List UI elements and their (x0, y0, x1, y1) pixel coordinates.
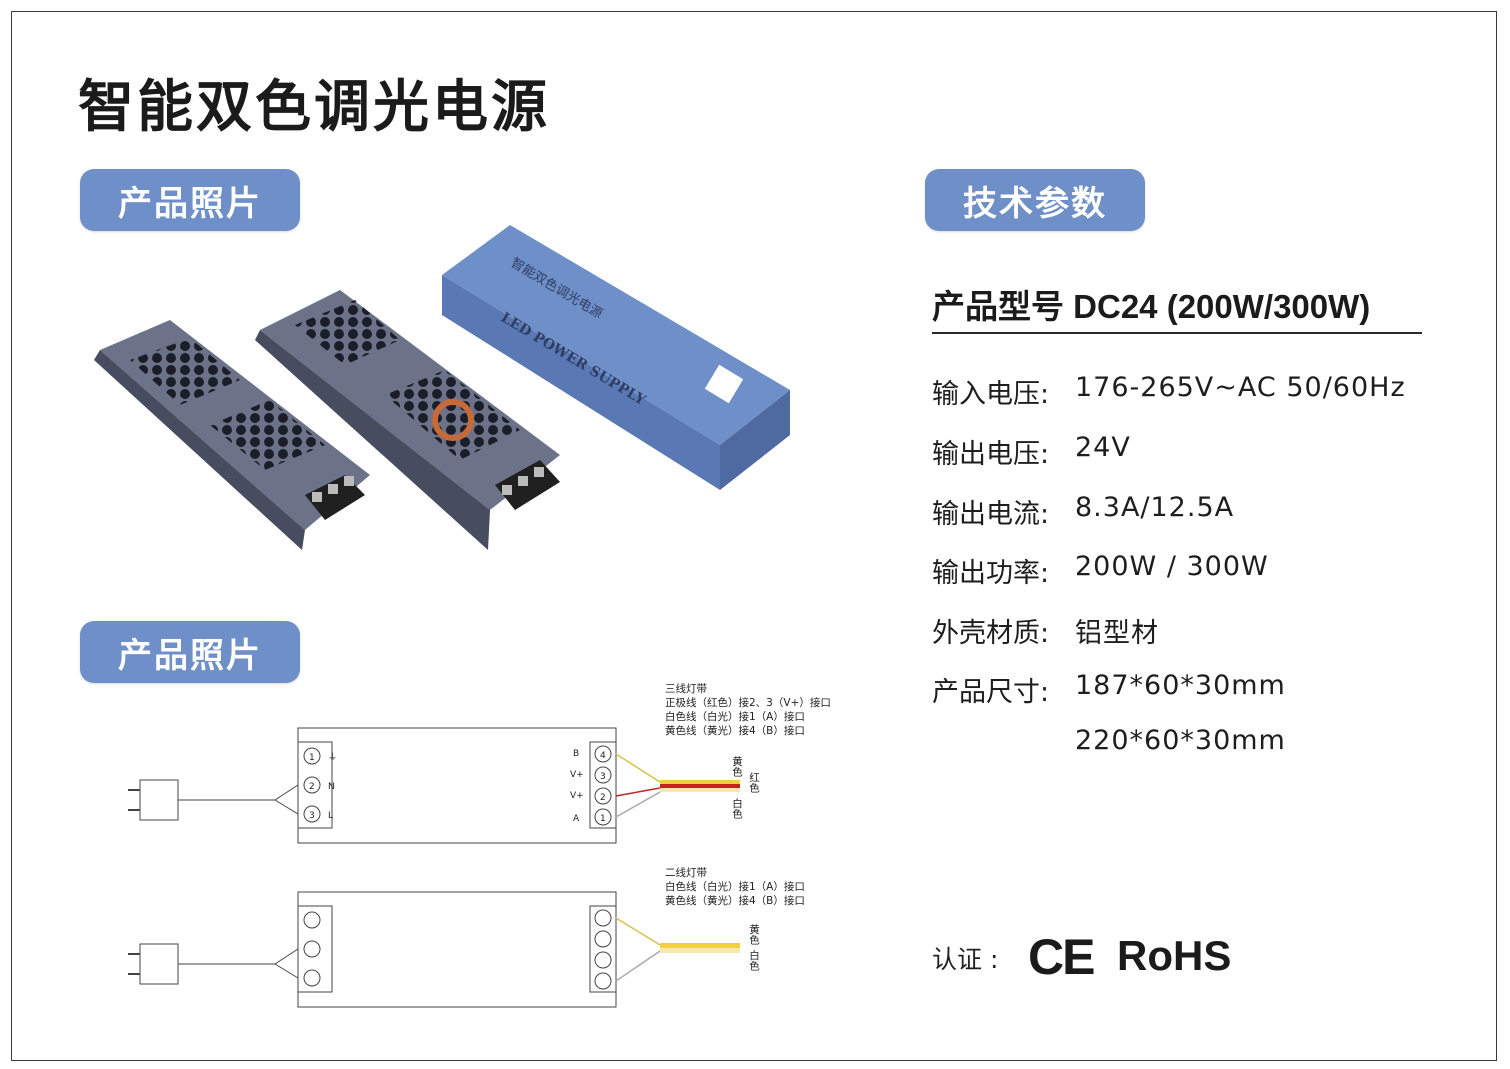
spec-key: 输出功率: (932, 558, 1050, 589)
wiring-diagram-three-wire: 1 2 3 ⏚ N L 4 3 2 1 B V+ V+ A (128, 727, 740, 844)
section-label-specs: 技术参数 (925, 169, 1145, 231)
spec-value: 铝型材 (1075, 618, 1159, 649)
section-label-diagram: 产品照片 (80, 621, 300, 683)
left-terminal-3: 3 (309, 811, 315, 821)
spec-value: 200W / 300W (1075, 551, 1269, 582)
qr-code (704, 364, 744, 404)
three-wire-line-2: 白色线（白光）接1（A）接口 (665, 711, 805, 723)
spec-key: 外壳材质: (932, 618, 1050, 649)
spec-row: 输出电压: 24V (932, 432, 1131, 471)
right-terminal-label-b: B (573, 749, 579, 759)
plug-icon (139, 943, 179, 985)
product-box: 智能双色调光电源 LED POWER SUPPLY (442, 225, 790, 490)
right-terminal-3: 3 (600, 772, 606, 782)
spec-key (932, 725, 1075, 756)
left-terminal-label-n: N (328, 782, 335, 792)
two-wire-line-1: 白色线（白光）接1（A）接口 (665, 881, 805, 893)
right-terminal-4: 4 (600, 751, 606, 761)
product-model: 产品型号 DC24 (200W/300W) (932, 288, 1371, 325)
power-supply-large (255, 290, 560, 550)
spec-key: 产品尺寸: (932, 677, 1050, 708)
three-wire-line-3: 黄色线（黄光）接4（B）接口 (665, 725, 805, 737)
wire-label-yellow: 黄色 (731, 756, 743, 777)
right-terminal-label-vplus-2: V+ (570, 770, 584, 780)
wiring-diagram: 1 2 3 ⏚ N L 4 3 2 1 B V+ V+ A (128, 727, 740, 1008)
spec-value: 187*60*30mm (1075, 670, 1286, 701)
wire-label-yellow-2: 黄色 (748, 924, 760, 945)
spec-value: 220*60*30mm (1075, 725, 1286, 756)
spec-key: 输入电压: (932, 379, 1050, 410)
spec-row: 输出功率: 200W / 300W (932, 551, 1269, 590)
spec-value: 176-265V~AC 50/60Hz (1075, 372, 1406, 403)
ce-mark: CE (1028, 929, 1095, 985)
rohs-mark: RoHS (1117, 932, 1232, 979)
spec-row: 输出电流: 8.3A/12.5A (932, 492, 1234, 531)
spec-row: 220*60*30mm (932, 725, 1286, 756)
wire-label-white-2: 白色 (748, 950, 760, 971)
three-wire-note: 三线灯带 正极线（红色）接2、3（V+）接口 白色线（白光）接1（A）接口 黄色… (665, 682, 831, 738)
product-photo: 智能双色调光电源 LED POWER SUPPLY (94, 225, 790, 550)
spec-key: 输出电压: (932, 439, 1050, 470)
wire-label-red: 红色 (748, 772, 760, 793)
left-terminal-1: 1 (309, 753, 315, 763)
left-terminal-label-ground: ⏚ (328, 752, 337, 763)
three-wire-title: 三线灯带 (665, 683, 707, 695)
right-terminal-label-a: A (573, 814, 580, 824)
wire-label-white: 白色 (731, 798, 743, 819)
spec-row: 输入电压: 176-265V~AC 50/60Hz (932, 372, 1406, 411)
three-wire-line-1: 正极线（红色）接2、3（V+）接口 (665, 697, 831, 709)
right-terminal-1: 1 (600, 814, 606, 824)
spec-key: 输出电流: (932, 499, 1050, 530)
left-terminal-2: 2 (309, 782, 315, 792)
power-supply-small (94, 320, 370, 550)
two-wire-title: 二线灯带 (665, 867, 707, 879)
right-terminal-2: 2 (600, 793, 606, 803)
page-frame (11, 11, 1497, 1061)
two-wire-line-2: 黄色线（黄光）接4（B）接口 (665, 895, 805, 907)
certification-label: 认证 : (932, 945, 999, 974)
wiring-diagram-two-wire (128, 891, 740, 1008)
spec-value: 24V (1075, 432, 1131, 463)
spec-row: 外壳材质: 铝型材 (932, 611, 1159, 650)
right-terminal-label-vplus-1: V+ (570, 791, 584, 801)
two-wire-note: 二线灯带 白色线（白光）接1（A）接口 黄色线（黄光）接4（B）接口 (665, 866, 805, 908)
left-terminal-label-l: L (328, 811, 333, 821)
page-title: 智能双色调光电源 (78, 75, 550, 140)
section-label-photo: 产品照片 (80, 169, 300, 231)
spec-value: 8.3A/12.5A (1075, 492, 1235, 523)
plug-icon (139, 779, 179, 821)
spec-row: 产品尺寸: 187*60*30mm (932, 670, 1286, 709)
divider (932, 332, 1422, 334)
